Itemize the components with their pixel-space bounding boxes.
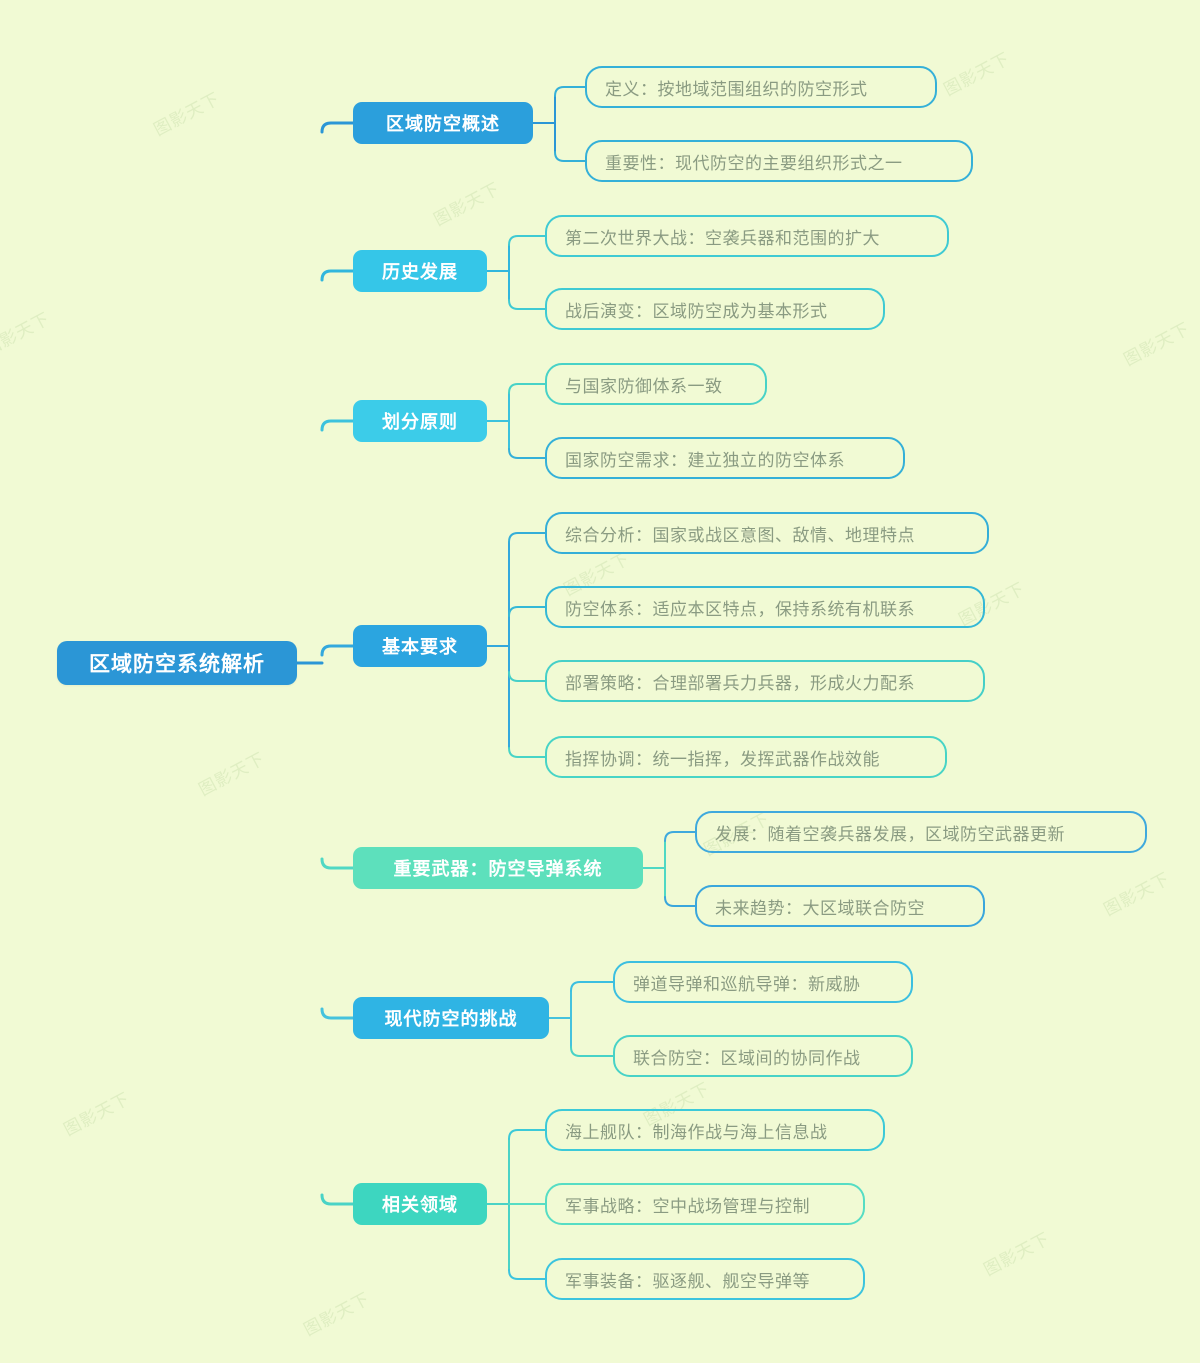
watermark-text: 图影天下 [195,748,269,801]
leaf-node-requirements-2-label: 部署策略：合理部署兵力兵器，形成火力配系 [565,673,915,693]
edge-leaf-requirements-0 [508,532,546,543]
edge-leaf-history-0 [508,235,546,246]
edge-leaf-principles-0 [508,383,546,394]
leaf-node-history-0-label: 第二次世界大战：空袭兵器和范围的扩大 [565,228,880,248]
watermark-text: 图影天下 [1120,318,1194,371]
leaf-node-requirements-3[interactable]: 指挥协调：统一指挥，发挥武器作战效能 [545,736,947,778]
leaf-node-overview-0[interactable]: 定义：按地域范围组织的防空形式 [585,66,937,108]
branch-node-overview-label: 区域防空概述 [386,114,500,134]
edge-leaf-weapons-0 [664,831,696,842]
branch-node-weapons[interactable]: 重要武器：防空导弹系统 [353,847,643,889]
branch-node-requirements-label: 基本要求 [382,637,458,657]
branch-node-overview[interactable]: 区域防空概述 [353,102,533,144]
leaf-node-challenges-0[interactable]: 弹道导弹和巡航导弹：新威胁 [613,961,913,1003]
edge-branch-challenges [320,1007,355,1020]
watermark-text: 图影天下 [300,1288,374,1341]
watermark-text: 图影天下 [60,1088,134,1141]
leaf-node-requirements-0-label: 综合分析：国家或战区意图、敌情、地理特点 [565,525,915,545]
edge-leaf-overview-0 [554,86,586,97]
leaf-node-principles-1-label: 国家防空需求：建立独立的防空体系 [565,450,845,470]
leaf-node-weapons-1[interactable]: 未来趋势：大区域联合防空 [695,885,985,927]
branch-node-principles-label: 划分原则 [382,412,458,432]
leaf-node-principles-1[interactable]: 国家防空需求：建立独立的防空体系 [545,437,905,479]
branch-node-requirements[interactable]: 基本要求 [353,625,487,667]
branch-node-related[interactable]: 相关领域 [353,1183,487,1225]
leaf-node-history-1[interactable]: 战后演变：区域防空成为基本形式 [545,288,885,330]
leaf-node-principles-0-label: 与国家防御体系一致 [565,376,723,396]
leaf-node-overview-1-label: 重要性：现代防空的主要组织形式之一 [605,153,903,173]
edge-branch-overview [320,121,355,134]
edge-leaf-requirements-2 [508,671,546,682]
leaf-node-related-2-label: 军事装备：驱逐舰、舰空导弹等 [565,1271,810,1291]
watermark-text: 图影天下 [0,308,54,361]
branch-node-challenges-label: 现代防空的挑战 [384,1009,518,1029]
edge-branch-requirements [320,644,355,657]
leaf-node-requirements-3-label: 指挥协调：统一指挥，发挥武器作战效能 [565,749,880,769]
edge-leaf-related-0 [508,1129,546,1140]
branch-node-history-label: 历史发展 [382,262,458,282]
leaf-node-principles-0[interactable]: 与国家防御体系一致 [545,363,767,405]
leaf-node-weapons-1-label: 未来趋势：大区域联合防空 [715,898,925,918]
leaf-node-related-0-label: 海上舰队：制海作战与海上信息战 [565,1122,828,1142]
edge-branch-principles [320,419,355,432]
edge-leaf-principles-1 [508,448,546,459]
edge-leaf-requirements-1 [508,606,546,617]
leaf-node-weapons-0-label: 发展：随着空袭兵器发展，区域防空武器更新 [715,824,1065,844]
leaf-node-requirements-1-label: 防空体系：适应本区特点，保持系统有机联系 [565,599,915,619]
leaf-node-challenges-1[interactable]: 联合防空：区域间的协同作战 [613,1035,913,1077]
edge-leaf-weapons-1 [664,896,696,907]
edge-leaf-related-2 [508,1269,546,1280]
leaf-node-challenges-0-label: 弹道导弹和巡航导弹：新威胁 [633,974,861,994]
edge-leaf-history-1 [508,299,546,310]
watermark-text: 图影天下 [430,178,504,231]
leaf-node-overview-0-label: 定义：按地域范围组织的防空形式 [605,79,868,99]
edge-branch-history [320,269,355,282]
leaf-node-weapons-0[interactable]: 发展：随着空袭兵器发展，区域防空武器更新 [695,811,1147,853]
leaf-node-related-0[interactable]: 海上舰队：制海作战与海上信息战 [545,1109,885,1151]
edge-branch-weapons [320,857,355,870]
branch-node-challenges[interactable]: 现代防空的挑战 [353,997,549,1039]
leaf-node-overview-1[interactable]: 重要性：现代防空的主要组织形式之一 [585,140,973,182]
leaf-node-history-0[interactable]: 第二次世界大战：空袭兵器和范围的扩大 [545,215,949,257]
leaf-node-requirements-1[interactable]: 防空体系：适应本区特点，保持系统有机联系 [545,586,985,628]
branch-node-related-label: 相关领域 [382,1195,458,1215]
leaf-node-related-1[interactable]: 军事战略：空中战场管理与控制 [545,1183,865,1225]
leaf-node-related-2[interactable]: 军事装备：驱逐舰、舰空导弹等 [545,1258,865,1300]
branch-node-weapons-label: 重要武器：防空导弹系统 [393,859,603,879]
edge-leaf-challenges-0 [570,981,614,992]
watermark-text: 图影天下 [1100,868,1174,921]
edge-leaf-challenges-1 [570,1046,614,1057]
edge-leaf-requirements-3 [508,747,546,758]
branch-node-history[interactable]: 历史发展 [353,250,487,292]
watermark-text: 图影天下 [980,1228,1054,1281]
watermark-text: 图影天下 [940,48,1014,101]
leaf-node-requirements-0[interactable]: 综合分析：国家或战区意图、敌情、地理特点 [545,512,989,554]
root-node-label: 区域防空系统解析 [89,653,265,676]
watermark-text: 图影天下 [150,88,224,141]
leaf-node-challenges-1-label: 联合防空：区域间的协同作战 [633,1048,861,1068]
edge-leaf-overview-1 [554,151,586,162]
leaf-node-history-1-label: 战后演变：区域防空成为基本形式 [565,301,828,321]
root-node[interactable]: 区域防空系统解析 [57,641,297,685]
branch-node-principles[interactable]: 划分原则 [353,400,487,442]
edge-branch-related [320,1193,355,1206]
leaf-node-requirements-2[interactable]: 部署策略：合理部署兵力兵器，形成火力配系 [545,660,985,702]
leaf-node-related-1-label: 军事战略：空中战场管理与控制 [565,1196,810,1216]
